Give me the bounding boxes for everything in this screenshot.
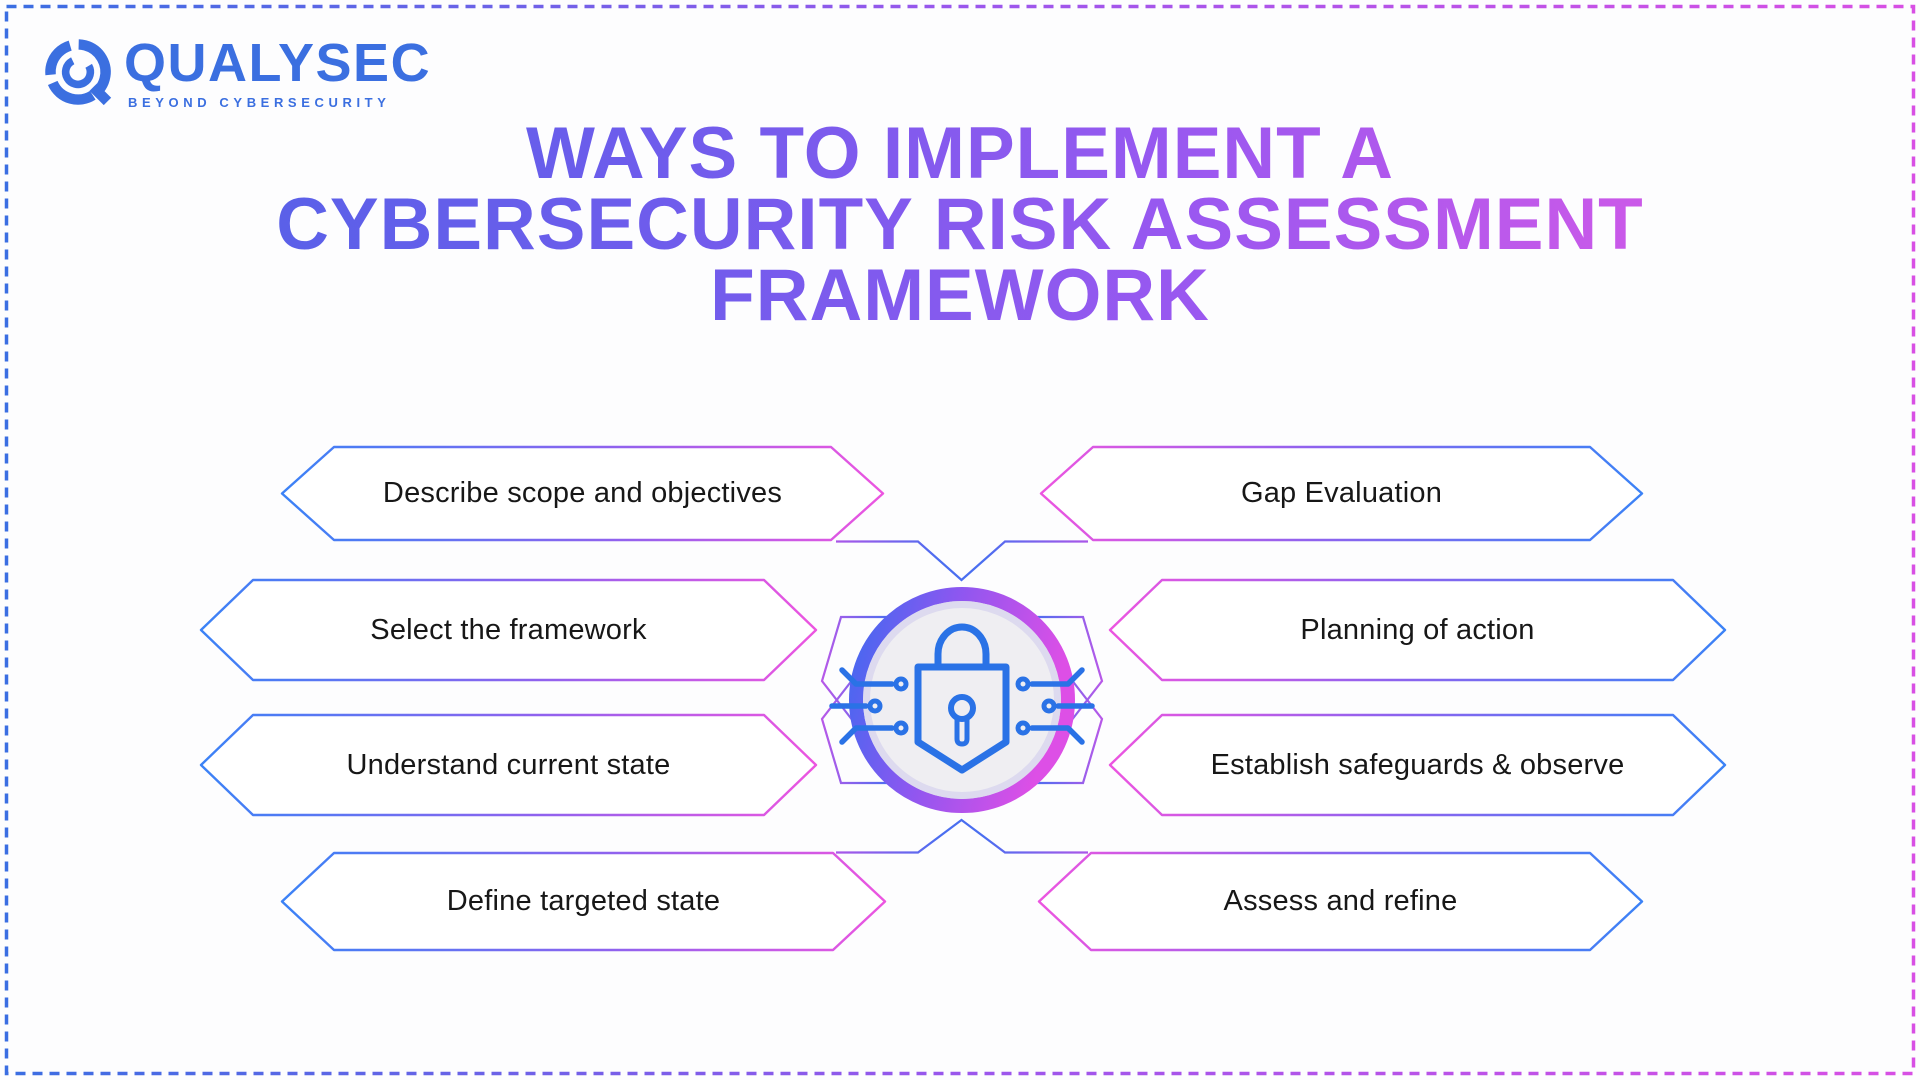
step-label-establish-safeguards: Establish safeguards & observe xyxy=(1210,748,1625,781)
qualysec-logo: QUALYSEC BEYOND CYBERSECURITY xyxy=(40,34,431,110)
connector-mid-right-upper xyxy=(1034,615,1104,749)
hexagon-right-2 xyxy=(1108,578,1727,682)
hexagon-left-1 xyxy=(280,445,885,542)
title-line-2: CYBERSECURITY RISK ASSESSMENT xyxy=(276,184,1644,265)
connector-top xyxy=(836,540,1088,582)
page-title: WAYS TO IMPLEMENT A CYBERSECURITY RISK A… xyxy=(0,118,1920,331)
step-label-understand-state: Understand current state xyxy=(346,748,671,781)
hexagon-left-2 xyxy=(199,578,818,682)
connector-mid-left-lower xyxy=(820,651,890,785)
hexagon-left-3 xyxy=(199,713,818,817)
page-border xyxy=(4,4,1916,1076)
step-label-define-target: Define targeted state xyxy=(446,885,721,917)
center-emblem xyxy=(829,587,1095,813)
hexagon-right-4 xyxy=(1037,851,1644,952)
connector-bottom xyxy=(836,818,1088,854)
stylized-q-ring-icon xyxy=(45,39,112,106)
step-label-describe-scope: Describe scope and objectives xyxy=(382,477,783,509)
step-label-planning-action: Planning of action xyxy=(1300,613,1535,646)
logo-tagline: BEYOND CYBERSECURITY xyxy=(128,95,391,110)
title-line-3: FRAMEWORK xyxy=(710,255,1210,336)
padlock-circuit-icon xyxy=(829,623,1095,774)
logo-wordmark: QUALYSEC xyxy=(124,33,432,93)
step-label-select-framework: Select the framework xyxy=(370,613,647,646)
step-label-gap-evaluation: Gap Evaluation xyxy=(1240,477,1443,509)
connector-lines xyxy=(820,540,1104,854)
hexagon-right-1 xyxy=(1039,445,1644,542)
step-hexagons xyxy=(199,445,1727,952)
connector-mid-right-lower xyxy=(1034,651,1104,785)
title-line-1: WAYS TO IMPLEMENT A xyxy=(525,113,1395,194)
logo-text: QUALYSEC BEYOND CYBERSECURITY xyxy=(124,34,431,110)
step-label-assess-refine: Assess and refine xyxy=(1223,885,1458,917)
hexagon-left-4 xyxy=(280,851,887,952)
connector-mid-left-upper xyxy=(820,615,890,749)
hexagon-right-3 xyxy=(1108,713,1727,817)
